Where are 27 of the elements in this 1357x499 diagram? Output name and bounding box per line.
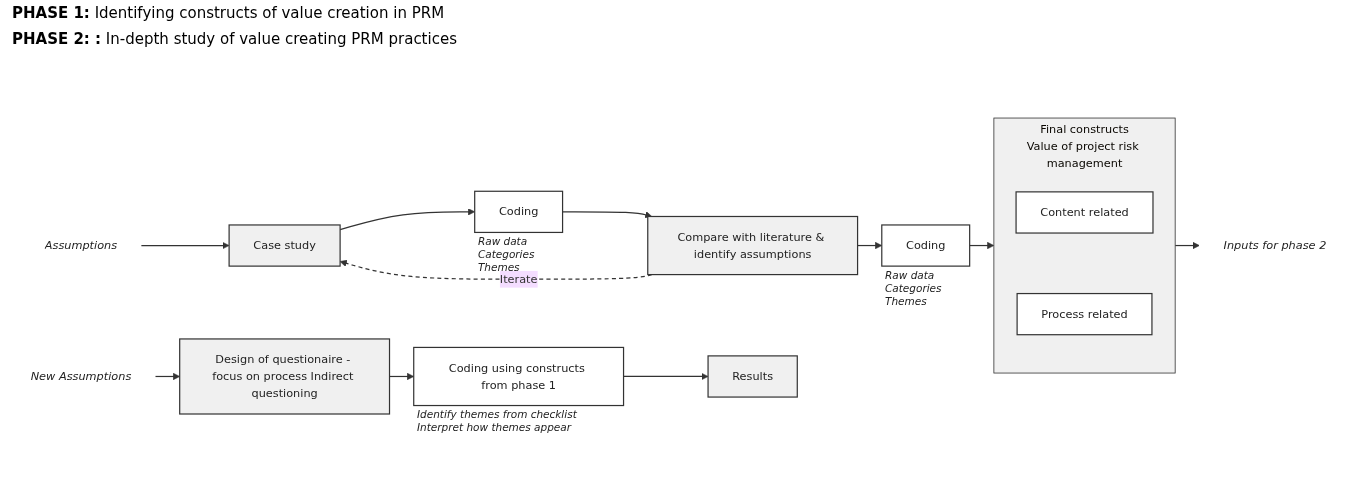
phase-heading: PHASE 1: Identifying constructs of value creation in PRM [11, 3, 446, 24]
phase-heading: PHASE 2: : In-depth study of value creating PRM practices [11, 29, 458, 50]
arrow [1174, 242, 1200, 250]
node-box: Content related [1015, 191, 1154, 234]
note-text: Interpret how themes appear [416, 421, 571, 434]
node-box: Compare with literature & identify assumptions [647, 215, 859, 276]
note-text: Raw data [477, 235, 528, 248]
node-box: Design of questionaire - focus on process Indirect questioning [179, 338, 391, 415]
node-text: Inputs for phase 2 [1223, 238, 1327, 252]
note-text: Categories [885, 281, 942, 294]
node-box: Coding [474, 190, 564, 234]
note-text: Identify themes from checklist [416, 408, 577, 421]
arrow [140, 242, 230, 250]
note-text: Categories [477, 248, 535, 261]
note-text: Raw data [885, 269, 935, 282]
node-box: Coding [881, 224, 971, 267]
node-box: Coding using constructs from phase 1 [413, 346, 625, 407]
note-text: Themes [885, 294, 927, 307]
note-text: Themes [477, 261, 520, 274]
node-box: Process related [1016, 292, 1153, 336]
edge-label: Iterate [499, 272, 538, 286]
node-box: Results [707, 355, 798, 398]
arrow [969, 242, 995, 250]
arrow [154, 372, 180, 381]
node-box: Case study [228, 224, 341, 267]
node-text: Assumptions [44, 238, 118, 252]
node-text: New Assumptions [30, 369, 132, 383]
